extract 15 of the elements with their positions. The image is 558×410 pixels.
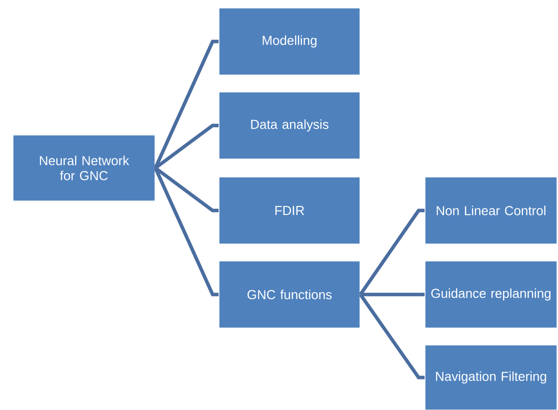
process-box: Non Linear Control	[424, 176, 558, 244]
process-box: GNC functions	[218, 260, 360, 328]
connector-line	[358, 293, 425, 380]
connector-line	[360, 292, 425, 296]
process-box: Guidance replanning	[424, 260, 558, 328]
connector-line	[154, 166, 219, 212]
process-box: Navigation Filtering	[424, 344, 558, 410]
process-box: Modelling	[218, 8, 360, 76]
connector-line	[154, 124, 219, 170]
process-box: Neural Network for GNC	[12, 134, 156, 202]
connector-line	[358, 208, 425, 296]
process-box: FDIR	[218, 176, 360, 244]
connector-line	[154, 40, 219, 169]
process-box: Data analysis	[218, 92, 360, 160]
connector-line	[154, 167, 219, 296]
